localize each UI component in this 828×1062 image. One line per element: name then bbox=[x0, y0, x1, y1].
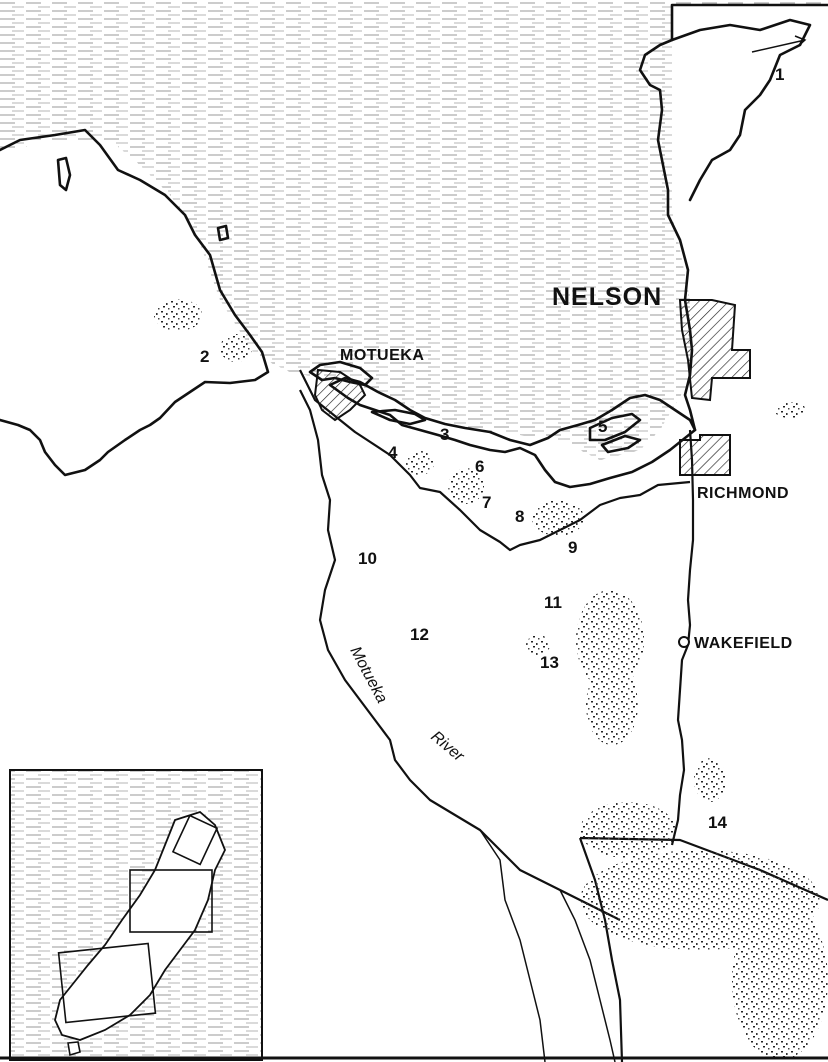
forest-areas bbox=[154, 299, 828, 1060]
road-motueka-richmond bbox=[299, 369, 691, 552]
sea-area bbox=[0, 0, 828, 460]
site-label-2: 2 bbox=[200, 347, 209, 366]
motueka-river bbox=[299, 389, 621, 921]
site-label-13: 13 bbox=[540, 653, 559, 672]
inset-frame-2 bbox=[129, 869, 213, 933]
coastline-waimea bbox=[328, 376, 697, 489]
inlet-island-3 bbox=[370, 408, 427, 426]
site-label-14: 14 bbox=[708, 813, 727, 832]
river-branch-south-2 bbox=[559, 889, 616, 1062]
urban-nelson bbox=[678, 299, 751, 402]
site-label-10: 10 bbox=[358, 549, 377, 568]
label-nelson: NELSON bbox=[552, 283, 662, 311]
urban-richmond bbox=[679, 434, 731, 476]
urban-motueka bbox=[313, 368, 367, 422]
site-label-1: 1 bbox=[775, 65, 784, 84]
site-label-4: 4 bbox=[388, 443, 398, 462]
river-branch-south bbox=[479, 829, 546, 1062]
inset-map bbox=[9, 769, 263, 1061]
inset-stewart-island bbox=[67, 1041, 81, 1057]
label-richmond: RICHMOND bbox=[697, 485, 789, 502]
coastline-peninsula bbox=[670, 18, 812, 202]
label-motueka: MOTUEKA bbox=[340, 347, 424, 364]
road-richmond-wakefield bbox=[670, 429, 695, 846]
site-label-9: 9 bbox=[568, 538, 577, 557]
arrow-site-1 bbox=[751, 35, 807, 53]
island-small-2 bbox=[216, 224, 230, 242]
site-label-5: 5 bbox=[598, 417, 607, 436]
inset-frame-1 bbox=[171, 814, 219, 866]
label-wakefield: WAKEFIELD bbox=[694, 635, 793, 652]
island-small-1 bbox=[56, 156, 72, 192]
inset-south-island bbox=[54, 810, 226, 1041]
label-river-river: River bbox=[427, 728, 467, 765]
site-label-6: 6 bbox=[475, 457, 484, 476]
site-label-12: 12 bbox=[410, 625, 429, 644]
label-river-motueka: Motueka bbox=[346, 644, 390, 706]
site-label-7: 7 bbox=[482, 493, 491, 512]
inlet-island-5b bbox=[600, 434, 642, 454]
inlet-island-5 bbox=[588, 412, 642, 442]
site-label-11: 11 bbox=[544, 593, 562, 612]
site-label-8: 8 bbox=[515, 507, 524, 526]
inset-frame-3 bbox=[57, 942, 157, 1024]
coastline-west bbox=[0, 128, 270, 477]
wakefield-marker bbox=[678, 636, 690, 648]
site-label-3: 3 bbox=[440, 425, 449, 444]
